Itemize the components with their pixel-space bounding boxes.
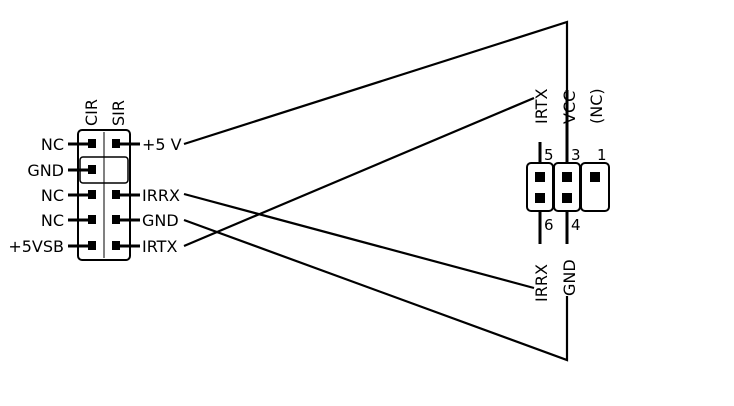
right-pin-label-gnd: GND [142,211,179,230]
pin-column-5-6 [526,162,554,212]
top-label-vcc: VCC [560,91,579,124]
pin-cir-5 [88,241,96,250]
pin-sir-1 [112,139,120,148]
left-pin-label-5: +5VSB [8,237,64,256]
right-pin-label-5v: +5 V [142,135,182,154]
wire-irrx-to-irrx [183,192,535,290]
pin-number-3: 3 [571,146,581,164]
pin-cir-3 [88,190,96,199]
pin-5 [535,172,545,182]
right-pin-label-irtx: IRTX [142,237,177,256]
left-pin-label-1: NC [41,135,64,154]
pin-cir-2 [88,165,96,174]
pin-3 [562,172,572,182]
wire-irtx-to-irtx [183,96,535,248]
pin-column-3-4 [553,162,581,212]
bottom-label-gnd: GND [560,259,579,296]
left-pin-label-4: NC [41,211,64,230]
right-pin-label-irrx: IRRX [142,186,180,205]
pin-sir-4 [112,215,120,224]
pin-6 [535,193,545,203]
left-pin-label-2: GND [27,161,64,180]
wire-gnd-to-gnd [183,218,569,362]
column-label-sir: SIR [109,100,128,126]
pin-number-1: 1 [597,146,607,164]
top-label-irtx: IRTX [532,89,551,124]
pin-sir-3 [112,190,120,199]
pin-number-4: 4 [571,216,581,234]
column-label-cir: CIR [82,99,101,126]
pin-cir-1 [88,139,96,148]
connection-wires [183,20,569,362]
left-pin-label-3: NC [41,186,64,205]
pin-1 [590,172,600,182]
bottom-label-irrx: IRRX [532,264,551,302]
pin-number-6: 6 [544,216,554,234]
pin-sir-5 [112,241,120,250]
pin-number-5: 5 [544,146,554,164]
pin-4 [562,193,572,203]
wire-5v-to-vcc [183,20,569,146]
pin-cir-4 [88,215,96,224]
cir-sir-header: CIR SIR NC GND NC NC +5VSB +5 V IRRX GND… [8,99,182,261]
pin-column-1 [580,162,610,212]
top-label-nc: (NC) [587,88,606,124]
ir-module-header: IRTX VCC (NC) 5 3 1 6 4 IRRX GND [526,88,610,302]
